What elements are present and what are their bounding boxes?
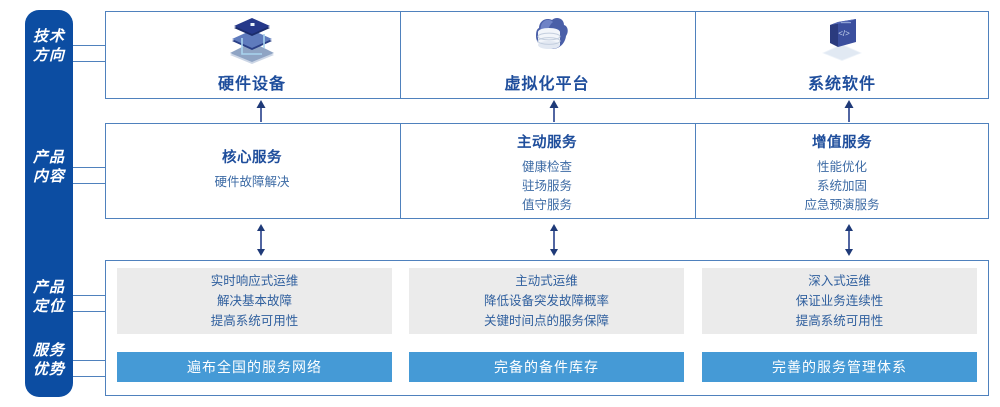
content-title-core: 核心服务 [222, 150, 282, 166]
cloud-database-icon [536, 17, 568, 49]
position-box-proactive[interactable]: 主动式运维 降低设备突发故障概率 关键时间点的服务保障 [409, 268, 684, 334]
sidebar-label-line2: 定位 [32, 298, 65, 315]
position-item: 保证业务连续性 [795, 294, 884, 308]
sidebar-item-service-advantage[interactable]: 服务 优势 [25, 341, 73, 379]
arrow-up-virtualization [549, 100, 559, 122]
content-title-valueadd: 增值服务 [812, 135, 872, 151]
arrow-double-virtualization [550, 224, 558, 256]
content-column-core[interactable]: 核心服务 硬件故障解决 [110, 146, 394, 192]
content-divider-2 [695, 124, 696, 218]
content-item: 应急预演服务 [804, 198, 880, 212]
content-column-proactive[interactable]: 主动服务 健康检查 驻场服务 值守服务 [405, 131, 689, 215]
position-item: 实时响应式运维 [210, 274, 299, 288]
sidebar-label-line1: 服务 [32, 342, 65, 359]
server-stack-icon [230, 18, 274, 64]
advantage-bar-network[interactable]: 遍布全国的服务网络 [117, 352, 392, 382]
tech-column-software[interactable]: </> 系统软件 [700, 14, 984, 96]
tech-divider-2 [695, 12, 696, 98]
advantage-bar-management[interactable]: 完善的服务管理体系 [702, 352, 977, 382]
sidebar-label-line2: 方向 [32, 47, 65, 64]
product-content-row [105, 123, 989, 219]
arrow-up-software [844, 100, 854, 122]
connector-line-content-2 [73, 183, 105, 184]
position-item: 关键时间点的服务保障 [483, 314, 609, 328]
connector-line-tech-1 [73, 45, 105, 46]
content-item: 健康检查 [521, 160, 572, 174]
content-title-proactive: 主动服务 [517, 135, 577, 151]
position-item: 解决基本故障 [216, 294, 292, 308]
arrow-up-hardware [256, 100, 266, 122]
sidebar-label-line2: 内容 [32, 168, 65, 185]
sidebar-item-product-content[interactable]: 产品 内容 [25, 148, 73, 186]
svg-text:</>: </> [838, 29, 850, 38]
tech-label-virtualization: 虚拟化平台 [504, 76, 590, 93]
connector-line-advantage-1 [73, 360, 105, 361]
sidebar-item-tech-direction[interactable]: 技术 方向 [25, 27, 73, 65]
content-divider-1 [400, 124, 401, 218]
arrow-double-hardware [257, 224, 265, 256]
sidebar-item-product-position[interactable]: 产品 定位 [25, 278, 73, 316]
content-item: 值守服务 [521, 198, 572, 212]
content-item: 性能优化 [816, 160, 867, 174]
position-item: 提高系统可用性 [210, 314, 299, 328]
advantage-bar-spareparts[interactable]: 完备的备件库存 [409, 352, 684, 382]
position-item: 提高系统可用性 [795, 314, 884, 328]
sidebar-label-line1: 技术 [32, 28, 65, 45]
content-item: 硬件故障解决 [214, 175, 290, 189]
tech-column-virtualization[interactable]: 虚拟化平台 [405, 14, 689, 96]
position-item: 深入式运维 [808, 274, 871, 288]
tech-label-software: 系统软件 [807, 76, 876, 93]
sidebar-bar [25, 10, 73, 397]
connector-line-position-2 [73, 311, 105, 312]
connector-line-advantage-2 [73, 376, 105, 377]
arrow-double-software [845, 224, 853, 256]
connector-line-tech-2 [73, 61, 105, 62]
code-laptop-icon: </> [822, 19, 862, 61]
tech-divider-1 [400, 12, 401, 98]
position-item: 主动式运维 [515, 274, 578, 288]
content-item: 系统加固 [816, 179, 867, 193]
position-box-realtime[interactable]: 实时响应式运维 解决基本故障 提高系统可用性 [117, 268, 392, 334]
position-item: 降低设备突发故障概率 [483, 294, 609, 308]
position-box-deep[interactable]: 深入式运维 保证业务连续性 提高系统可用性 [702, 268, 977, 334]
sidebar-label-line1: 产品 [32, 149, 65, 166]
tech-label-hardware: 硬件设备 [217, 76, 286, 93]
content-item: 驻场服务 [521, 179, 572, 193]
sidebar-label-line1: 产品 [32, 279, 65, 296]
tech-column-hardware[interactable]: 硬件设备 [110, 14, 394, 96]
connector-line-content-1 [73, 167, 105, 168]
connector-line-position-1 [73, 295, 105, 296]
sidebar-label-line2: 优势 [32, 361, 65, 378]
content-column-valueadd[interactable]: 增值服务 性能优化 系统加固 应急预演服务 [700, 131, 984, 215]
